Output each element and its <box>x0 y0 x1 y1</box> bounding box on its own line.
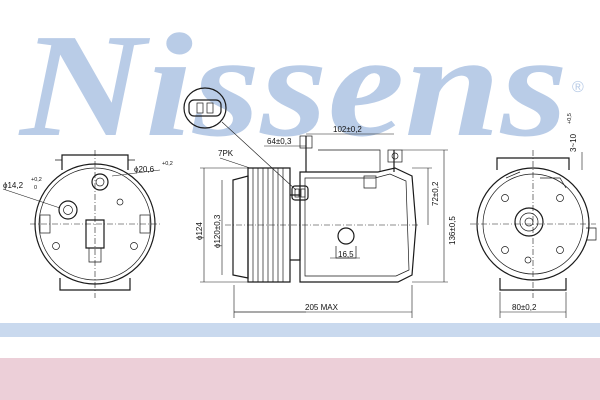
bolt-range-dim: 3~10 <box>569 133 578 152</box>
flange-hole-tol-plus: +0,2 <box>31 177 42 183</box>
flange-hole-dim: ϕ14,2 <box>3 181 24 190</box>
pulley-diameter-dim: ϕ120±0,3 <box>213 214 222 248</box>
boss-offset-dim: 16,5 <box>338 250 354 259</box>
connector-plug-icon <box>183 87 297 191</box>
registered-mark: ® <box>572 79 584 96</box>
height-total-dim: 136±0,5 <box>448 216 457 245</box>
height-upper-dim: 72±0,2 <box>431 181 440 206</box>
flange-hole-tol-zero: 0 <box>34 185 37 191</box>
pulley-grooves-label: 7PK <box>218 149 234 158</box>
body-diameter-dim: ϕ124 <box>195 222 204 240</box>
port-hole-dim: ϕ20,6 <box>134 165 155 174</box>
pink-band <box>0 358 600 400</box>
plug-offset-dim: 64±0,3 <box>267 137 292 146</box>
length-max-dim: 205 MAX <box>305 303 339 312</box>
rear-width-dim: 80±0,2 <box>512 303 537 312</box>
port-hole-tol: +0,2 <box>162 161 173 167</box>
front-view <box>2 150 161 298</box>
bolt-range-tol: +0,5 <box>567 113 573 124</box>
rear-view <box>470 150 597 318</box>
brand-watermark: Nissens <box>18 4 568 168</box>
mount-spacing-dim: 102±0,2 <box>333 125 362 134</box>
side-view <box>200 133 448 318</box>
blue-band <box>0 323 600 337</box>
